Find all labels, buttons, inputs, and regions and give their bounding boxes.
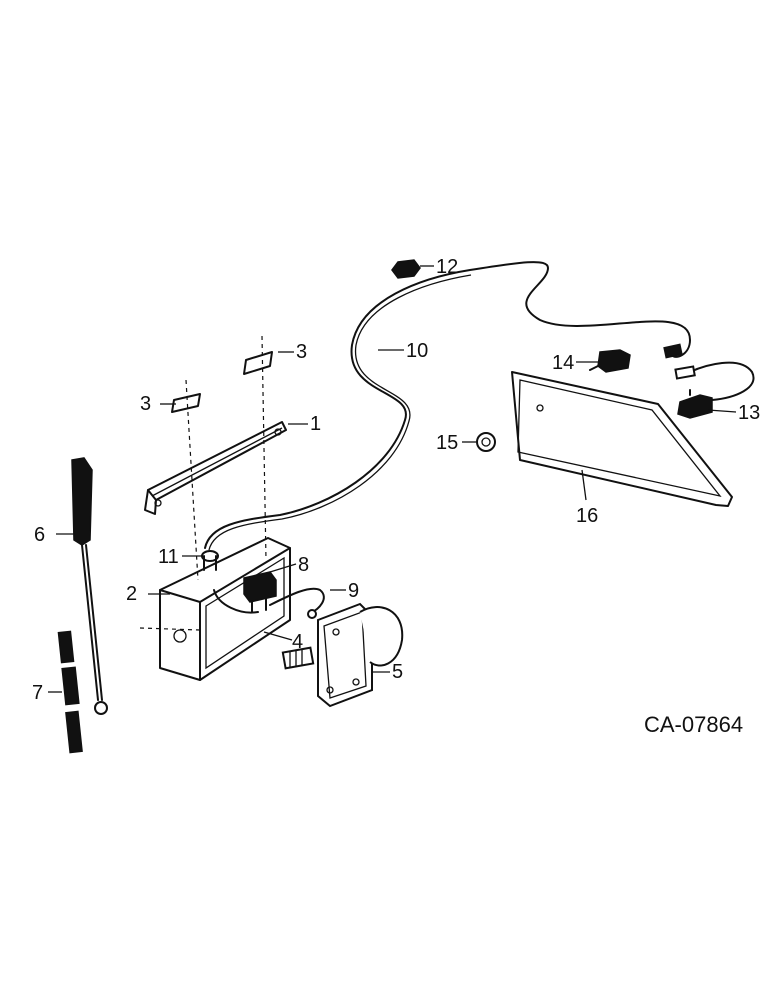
callout-9: 9 <box>348 580 359 602</box>
wiper-arm <box>71 457 108 715</box>
connector-plug-b <box>674 365 696 380</box>
motor-shaft <box>281 646 315 670</box>
clip-alignment-line-b <box>185 379 199 581</box>
window-frame <box>511 371 733 507</box>
callout-14: 14 <box>552 352 574 374</box>
connector-wire <box>689 361 755 401</box>
callout-12: 12 <box>436 256 458 278</box>
wiper-motor <box>317 602 404 708</box>
callout-16: 16 <box>576 505 598 527</box>
callout-13: 13 <box>738 402 760 424</box>
callout-2: 2 <box>126 583 137 605</box>
callout-11: 11 <box>158 546 179 568</box>
callout-10: 10 <box>406 340 428 362</box>
callout-3-lower: 3 <box>140 393 151 415</box>
callout-4: 4 <box>292 631 303 653</box>
motor-housing <box>139 537 291 681</box>
callout-7: 7 <box>32 682 43 704</box>
harness-inner-line <box>208 274 472 551</box>
clip-alignment-line-a <box>261 335 267 561</box>
callout-1: 1 <box>310 413 321 435</box>
harness-clip <box>391 259 421 279</box>
ground-strap <box>269 587 325 613</box>
control-knob <box>476 432 496 452</box>
wiring-harness <box>204 261 691 549</box>
mounting-bracket <box>144 421 287 515</box>
leader-lines <box>48 265 737 693</box>
window-switch <box>589 349 631 373</box>
connector-plug-a <box>663 343 683 359</box>
wiper-switch <box>677 389 713 419</box>
callout-3-upper: 3 <box>296 341 307 363</box>
callout-8: 8 <box>298 554 309 576</box>
wiper-blade <box>57 630 83 754</box>
drawing-id: CA-07864 <box>644 712 743 737</box>
callout-15: 15 <box>436 432 458 454</box>
mounting-clip-lower <box>171 393 201 413</box>
ground-strap-eyelet <box>307 609 317 619</box>
callout-6: 6 <box>34 524 45 546</box>
grommet <box>201 550 219 571</box>
circuit-breaker <box>243 571 277 613</box>
mounting-clip-upper <box>243 351 273 375</box>
callout-5: 5 <box>392 661 403 683</box>
ground-lead <box>213 589 259 614</box>
